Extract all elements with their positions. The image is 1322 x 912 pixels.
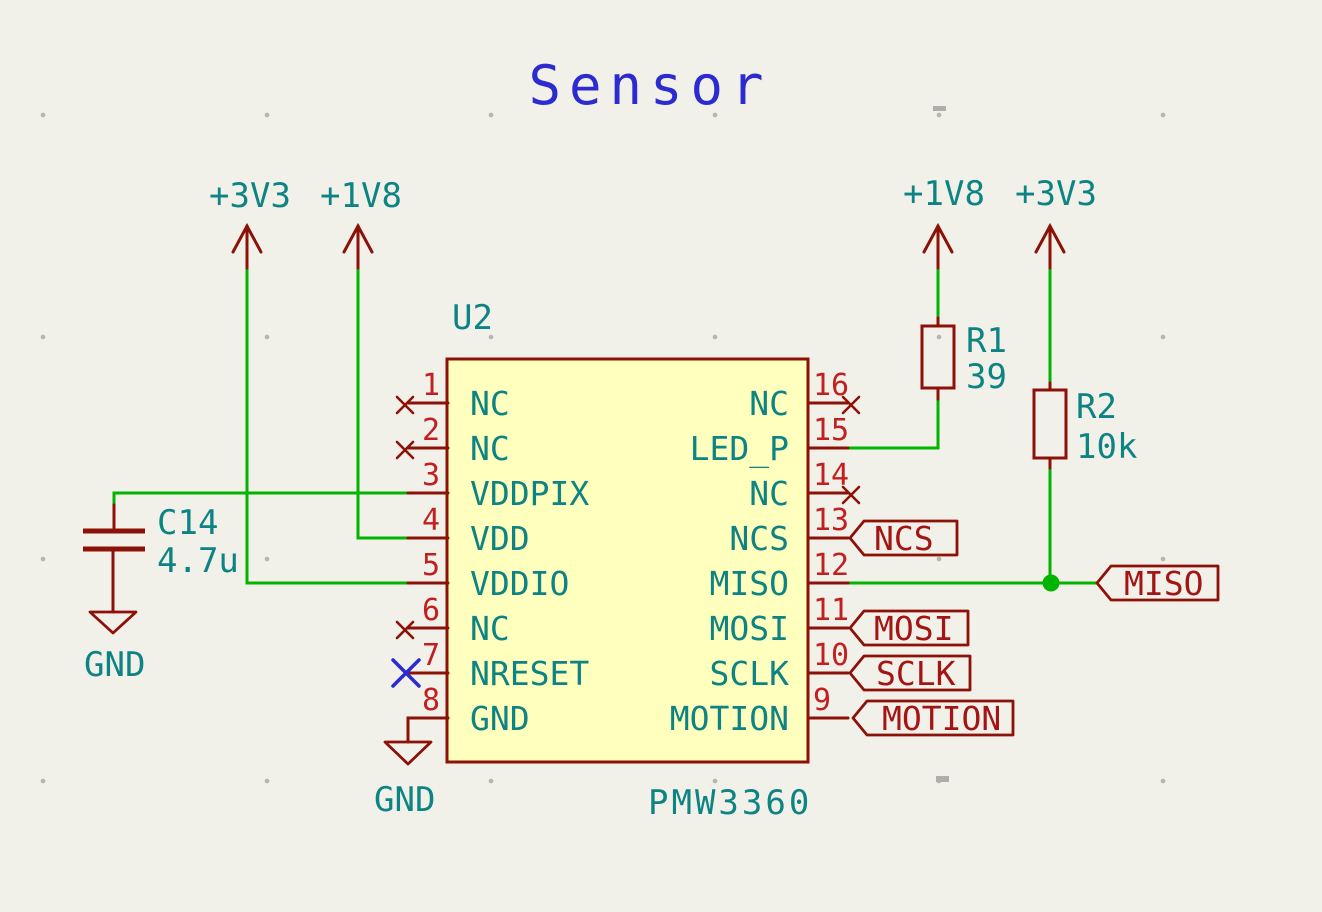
power-net-label[interactable]: +3V3 (1015, 174, 1097, 214)
wire-ledp-to-r1[interactable] (846, 397, 940, 450)
wires (112, 266, 1099, 592)
pin-number: 15 (813, 413, 849, 448)
power-arrow-icon (922, 222, 954, 254)
net-label-tag-icon (1095, 564, 1220, 602)
pin-number: 9 (813, 683, 831, 718)
gnd-triangle-icon (88, 610, 138, 635)
grid-dash-marker (933, 106, 946, 111)
power-flag-3v3-right[interactable]: +3V3 (1015, 174, 1097, 270)
junction-dot[interactable] (1042, 574, 1060, 592)
wire-c14-to-vddpix[interactable] (112, 491, 410, 508)
pin-number: 10 (813, 638, 849, 673)
resistor-value[interactable]: 10k (1076, 427, 1137, 467)
grid-dash-marker (936, 776, 949, 782)
capacitor-c14[interactable]: C14 4.7u (83, 503, 239, 614)
pin-number: 4 (422, 503, 440, 538)
pin-name: SCLK (710, 654, 790, 693)
gnd-triangle-icon (383, 740, 433, 766)
net-label-sclk[interactable]: SCLK (848, 654, 972, 693)
net-label-tag-icon (848, 609, 970, 647)
no-connect-x-icon (395, 395, 861, 640)
power-arrow-icon (231, 222, 263, 254)
net-label-mosi[interactable]: MOSI (848, 609, 970, 648)
pin-name: NC (470, 429, 510, 468)
pin-name: MOSI (710, 609, 789, 648)
net-label-text[interactable]: NCS (874, 519, 934, 558)
resistor-reference[interactable]: R1 (966, 321, 1007, 361)
pin-number: 11 (813, 593, 849, 628)
pin-name: MISO (710, 564, 789, 603)
net-label-text[interactable]: SCLK (876, 654, 956, 693)
pin-name: NC (749, 474, 789, 513)
power-arrow-icon (342, 222, 374, 254)
power-net-label[interactable]: +1V8 (903, 174, 985, 214)
power-flag-1v8-right[interactable]: +1V8 (903, 174, 985, 270)
resistor-value[interactable]: 39 (966, 357, 1007, 397)
resistor-r2[interactable]: R2 10k (1032, 381, 1137, 470)
power-flag-3v3-left[interactable]: +3V3 (209, 176, 291, 270)
net-label-text[interactable]: MOTION (882, 699, 1001, 738)
net-label-tag-icon (848, 654, 972, 692)
pin-name: NC (749, 384, 789, 423)
capacitor-reference[interactable]: C14 (157, 503, 218, 543)
net-label-text[interactable]: MOSI (874, 609, 953, 648)
pin-number: 5 (422, 548, 440, 583)
power-flag-1v8-left[interactable]: +1V8 (320, 176, 402, 270)
power-arrow-icon (1034, 222, 1066, 254)
net-label-tag-icon (851, 699, 1015, 737)
pin-name: VDD (470, 519, 530, 558)
gnd-symbol-c14[interactable]: GND (84, 610, 145, 685)
pin-name: VDDPIX (470, 474, 589, 513)
pin-name: LED_P (690, 429, 789, 469)
pin-name: NC (470, 384, 510, 423)
ic-u2[interactable]: U2 PMW3360 1 2 3 4 5 6 (391, 298, 861, 823)
resistor-r1[interactable]: R1 39 (920, 316, 1007, 401)
pin-name: MOTION (670, 699, 789, 738)
pin-name: NRESET (470, 654, 589, 693)
net-label-text[interactable]: MISO (1124, 564, 1203, 603)
wire-1v8-to-vdd[interactable] (356, 266, 410, 540)
pin-number: 7 (422, 638, 440, 673)
net-label-tag-icon (848, 519, 959, 557)
no-connect-flag-nreset-icon[interactable] (391, 658, 421, 688)
net-label-miso[interactable]: MISO (1095, 564, 1220, 603)
gnd-lead (406, 716, 450, 744)
pin-name: NC (470, 609, 510, 648)
pin-name: VDDIO (470, 564, 569, 603)
pin-number: 8 (422, 683, 440, 718)
net-label-motion[interactable]: MOTION (851, 699, 1015, 738)
gnd-symbol-u2[interactable]: GND (374, 716, 450, 820)
pin-number: 1 (422, 368, 440, 403)
capacitor-value[interactable]: 4.7u (157, 541, 239, 581)
net-label-ncs[interactable]: NCS (848, 519, 959, 558)
gnd-label[interactable]: GND (84, 645, 145, 685)
sheet-title[interactable]: Sensor (528, 54, 771, 117)
pin-name: GND (470, 699, 530, 738)
ic-body[interactable] (445, 357, 810, 764)
wire-3v3-to-vddio[interactable] (245, 266, 410, 585)
pin-number: 2 (422, 413, 440, 448)
pin-number: 12 (813, 548, 849, 583)
pin-number: 6 (422, 593, 440, 628)
gnd-label[interactable]: GND (374, 780, 435, 820)
ic-value[interactable]: PMW3360 (648, 783, 812, 823)
pin-name: NCS (729, 519, 789, 558)
pin-number: 13 (813, 503, 849, 538)
resistor-body[interactable] (1032, 388, 1068, 460)
resistor-body[interactable] (920, 324, 956, 390)
pin-number: 3 (422, 458, 440, 493)
ic-reference[interactable]: U2 (452, 298, 493, 338)
power-net-label[interactable]: +3V3 (209, 176, 291, 216)
ic-right-pins (806, 401, 850, 720)
resistor-reference[interactable]: R2 (1076, 387, 1117, 427)
power-net-label[interactable]: +1V8 (320, 176, 402, 216)
